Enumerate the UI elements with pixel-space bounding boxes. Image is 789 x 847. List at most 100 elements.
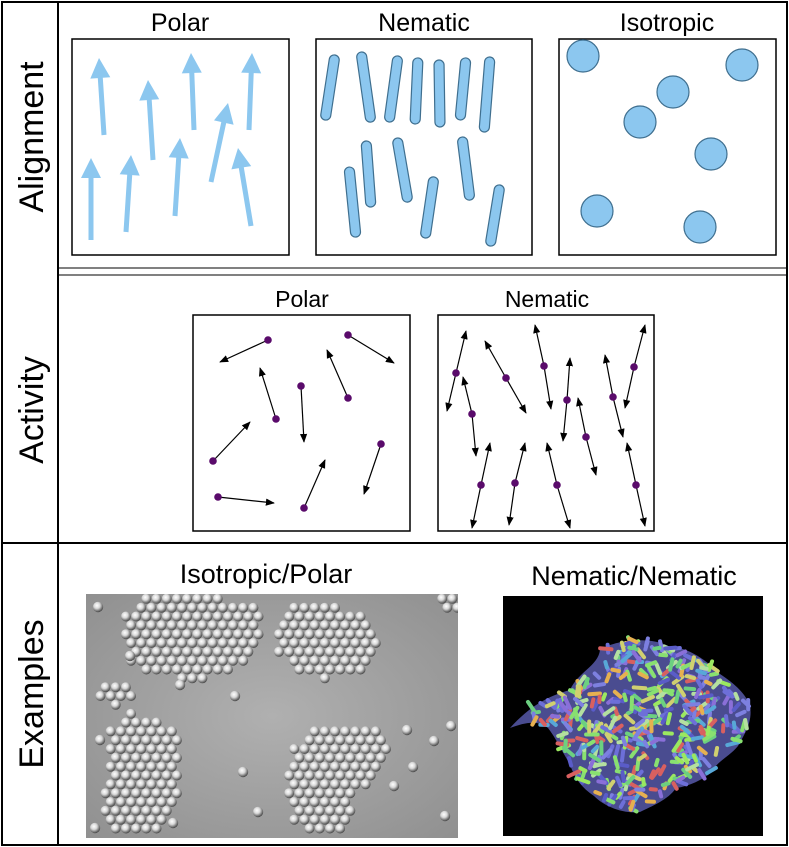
nematic-rod-icon <box>454 57 472 121</box>
isotropic-disc-icon <box>623 105 657 139</box>
colloid-micrograph <box>86 594 458 838</box>
active-particle-icon <box>553 481 561 489</box>
active-particle-icon <box>502 374 510 382</box>
nematic-rod-icon <box>384 55 403 123</box>
activity-polar-panel <box>192 314 411 532</box>
active-particle-icon <box>272 415 280 423</box>
activity-nematic-particles <box>445 324 647 529</box>
active-particle-icon <box>264 336 272 344</box>
polar-arrow-icon <box>181 53 202 131</box>
velocity-arrow-icon <box>623 366 635 409</box>
velocity-arrow-icon <box>217 496 275 506</box>
active-particle-icon <box>344 331 352 339</box>
velocity-arrow-icon <box>299 385 308 443</box>
velocity-arrow-icon <box>506 482 516 526</box>
alignment-polar-title: Polar <box>151 9 209 37</box>
active-particle-icon <box>297 382 305 390</box>
bacteria-colony-image <box>503 596 763 836</box>
velocity-arrow-icon <box>625 442 637 486</box>
velocity-arrow-icon <box>560 399 568 442</box>
velocity-arrow-icon <box>480 442 492 486</box>
velocity-arrow-icon <box>363 443 382 495</box>
row-label-activity: Activity <box>13 356 51 464</box>
alignment-isotropic-title: Isotropic <box>620 9 714 37</box>
row-label-examples: Examples <box>13 619 51 768</box>
active-particle-icon <box>511 479 519 487</box>
row-label-alignment: Alignment <box>13 61 51 213</box>
polar-arrow-icon <box>208 103 234 183</box>
active-particle-icon <box>582 433 590 441</box>
velocity-arrow-icon <box>326 349 349 399</box>
active-particle-icon <box>632 481 640 489</box>
example-isotropic-polar-title: Isotropic/Polar <box>180 559 353 589</box>
nematic-rod-icon <box>360 140 377 208</box>
example-nematic-nematic-title: Nematic/Nematic <box>531 561 737 591</box>
activity-polar-particles <box>209 331 395 512</box>
active-particle-icon <box>540 362 548 370</box>
polar-arrow-icon <box>231 148 254 227</box>
velocity-arrow-icon <box>212 421 251 462</box>
velocity-arrow-icon <box>633 324 647 368</box>
velocity-arrow-icon <box>445 372 457 412</box>
isotropic-disc-icon <box>694 137 728 171</box>
polar-arrow-icon <box>119 155 140 233</box>
active-particle-icon <box>214 493 222 501</box>
active-particle-icon <box>609 393 617 401</box>
nematic-rod-icon <box>485 184 505 247</box>
active-particle-icon <box>630 363 638 371</box>
activity-nematic-title: Nematic <box>505 286 589 312</box>
activity-polar-title: Polar <box>275 286 329 312</box>
nematic-rod-icon <box>392 137 413 203</box>
isotropic-disc-icon <box>580 194 614 228</box>
velocity-arrow-icon <box>514 442 527 484</box>
velocity-arrow-icon <box>347 334 395 364</box>
velocity-arrow-icon <box>471 413 479 457</box>
alignment-nematic-title: Nematic <box>378 9 470 37</box>
velocity-arrow-icon <box>505 377 527 414</box>
activity-nematic-panel <box>437 314 655 532</box>
nematic-rod-icon <box>433 59 446 128</box>
isotropic-disc-icon <box>656 75 690 109</box>
velocity-arrow-icon <box>533 324 545 367</box>
polar-arrow-icon <box>90 58 111 136</box>
velocity-arrow-icon <box>576 397 587 438</box>
nematic-rod-icon <box>343 166 362 238</box>
velocity-arrow-icon <box>556 484 572 529</box>
active-particle-icon <box>452 369 460 377</box>
velocity-arrow-icon <box>258 367 277 420</box>
velocity-arrow-icon <box>470 484 482 529</box>
active-particle-icon <box>563 396 571 404</box>
velocity-arrow-icon <box>461 376 473 415</box>
active-particle-icon <box>209 457 217 465</box>
nematic-rod-icon <box>478 56 496 133</box>
active-particle-icon <box>377 440 385 448</box>
nematic-rod-icon <box>457 136 475 201</box>
nematic-rod-icon <box>356 51 376 123</box>
polar-arrow-icon <box>139 80 160 161</box>
velocity-arrow-icon <box>585 436 598 476</box>
active-particle-icon <box>344 394 352 402</box>
velocity-arrow-icon <box>219 339 269 363</box>
velocity-arrow-icon <box>484 340 507 379</box>
nematic-rod-icon <box>420 176 439 239</box>
polar-arrow-icon <box>168 138 189 217</box>
velocity-arrow-icon <box>303 459 326 509</box>
velocity-arrow-icon <box>543 365 554 410</box>
isotropic-disc-icon <box>683 210 717 244</box>
polar-arrow-icon <box>81 158 101 240</box>
active-particle-icon <box>300 504 308 512</box>
nematic-rod-icon <box>320 54 340 121</box>
polar-arrow-group <box>81 53 262 240</box>
active-particle-icon <box>468 410 476 418</box>
velocity-arrow-icon <box>565 357 574 401</box>
velocity-arrow-icon <box>602 354 614 398</box>
velocity-arrow-icon <box>612 396 625 438</box>
velocity-arrow-icon <box>635 484 647 527</box>
velocity-arrow-icon <box>455 330 468 374</box>
isotropic-disc-group <box>566 39 759 244</box>
active-particle-icon <box>477 481 485 489</box>
isotropic-disc-icon <box>725 48 759 82</box>
nematic-rod-icon <box>409 57 424 125</box>
polar-arrow-icon <box>241 53 262 131</box>
